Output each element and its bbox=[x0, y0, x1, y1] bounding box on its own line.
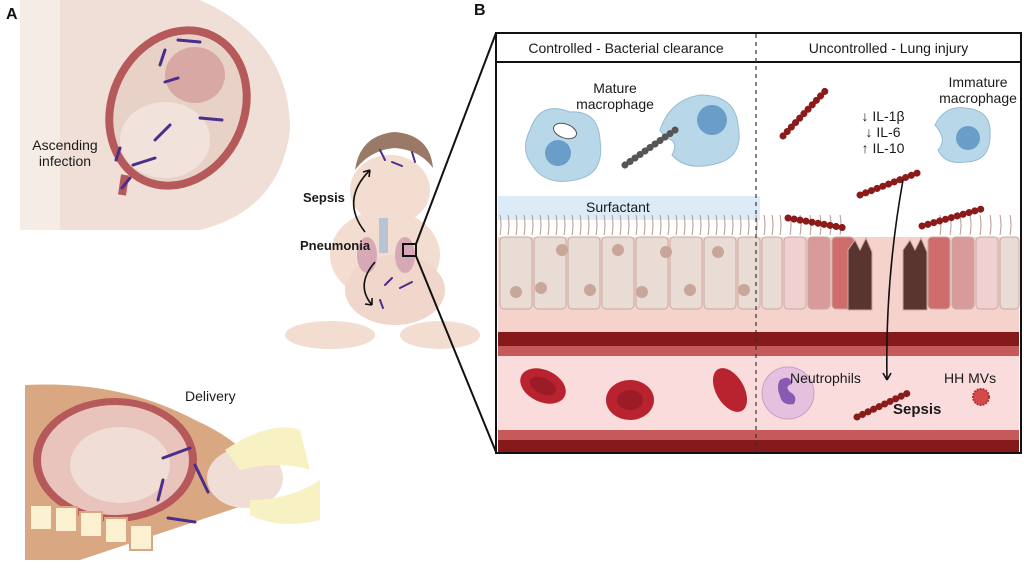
bacterial-chain-gray bbox=[621, 124, 682, 169]
vessel-lumen bbox=[498, 356, 1019, 430]
vessel-wall-bottom-mid bbox=[498, 430, 1019, 440]
panel-b-letter: B bbox=[474, 2, 486, 19]
neutrophil-nucleus bbox=[778, 377, 796, 405]
cytokine-il10: ↑ IL-10 bbox=[861, 140, 905, 156]
mature-macrophage-left bbox=[525, 108, 602, 182]
vessel-wall-top-mid bbox=[498, 346, 1019, 356]
bacteria-infant bbox=[379, 149, 416, 309]
vessel-wall-bottom-dark bbox=[498, 440, 1019, 452]
cytokine-il6: ↓ IL-6 bbox=[865, 124, 901, 140]
red-blood-cells bbox=[520, 368, 748, 420]
zoom-line-top bbox=[415, 32, 497, 245]
sepsis-label-infant: Sepsis bbox=[303, 190, 345, 205]
delivery-label: Delivery bbox=[185, 388, 236, 404]
panel-a-letter: A bbox=[6, 6, 18, 23]
infant-arrows bbox=[352, 169, 376, 306]
uncontrolled-header: Uncontrolled - Lung injury bbox=[808, 40, 969, 56]
controlled-header: Controlled - Bacterial clearance bbox=[528, 40, 724, 56]
cell-nuclei-controlled bbox=[510, 244, 750, 298]
vessel-wall-top-dark bbox=[498, 332, 1019, 346]
mature-macrophage-label: Mature macrophage bbox=[576, 80, 654, 112]
zoom-box bbox=[402, 243, 417, 257]
bacterial-chains-red bbox=[779, 84, 989, 421]
arrow-head bbox=[882, 372, 892, 381]
immature-macrophage-label: Immature macrophage bbox=[939, 74, 1017, 106]
pregnant-abdomen-illustration bbox=[20, 0, 290, 230]
hh-mvs-label: HH MVs bbox=[944, 370, 997, 386]
hh-mv-particle bbox=[972, 388, 990, 406]
epithelial-cells-injured bbox=[761, 236, 1020, 311]
delivery-illustration bbox=[25, 384, 320, 560]
bacteria-panel-a bbox=[114, 38, 224, 190]
cytokine-list: ↓ IL-1β ↓ IL-6 ↑ IL-10 bbox=[848, 108, 918, 156]
surfactant-label: Surfactant bbox=[586, 199, 650, 215]
ascending-infection-label: Ascending infection bbox=[32, 137, 98, 169]
sepsis-label-vessel: Sepsis bbox=[893, 401, 942, 418]
neutrophils-label: Neutrophils bbox=[790, 370, 861, 386]
pneumonia-label: Pneumonia bbox=[300, 238, 371, 253]
immature-macrophage bbox=[934, 107, 991, 163]
zoom-line-bottom bbox=[415, 255, 497, 453]
bacteria-delivery bbox=[156, 446, 210, 524]
translocation-arrow bbox=[886, 179, 904, 381]
cytokine-il1b: ↓ IL-1β bbox=[861, 108, 905, 124]
mature-macrophage-right bbox=[659, 94, 740, 167]
infant-illustration bbox=[285, 132, 480, 349]
